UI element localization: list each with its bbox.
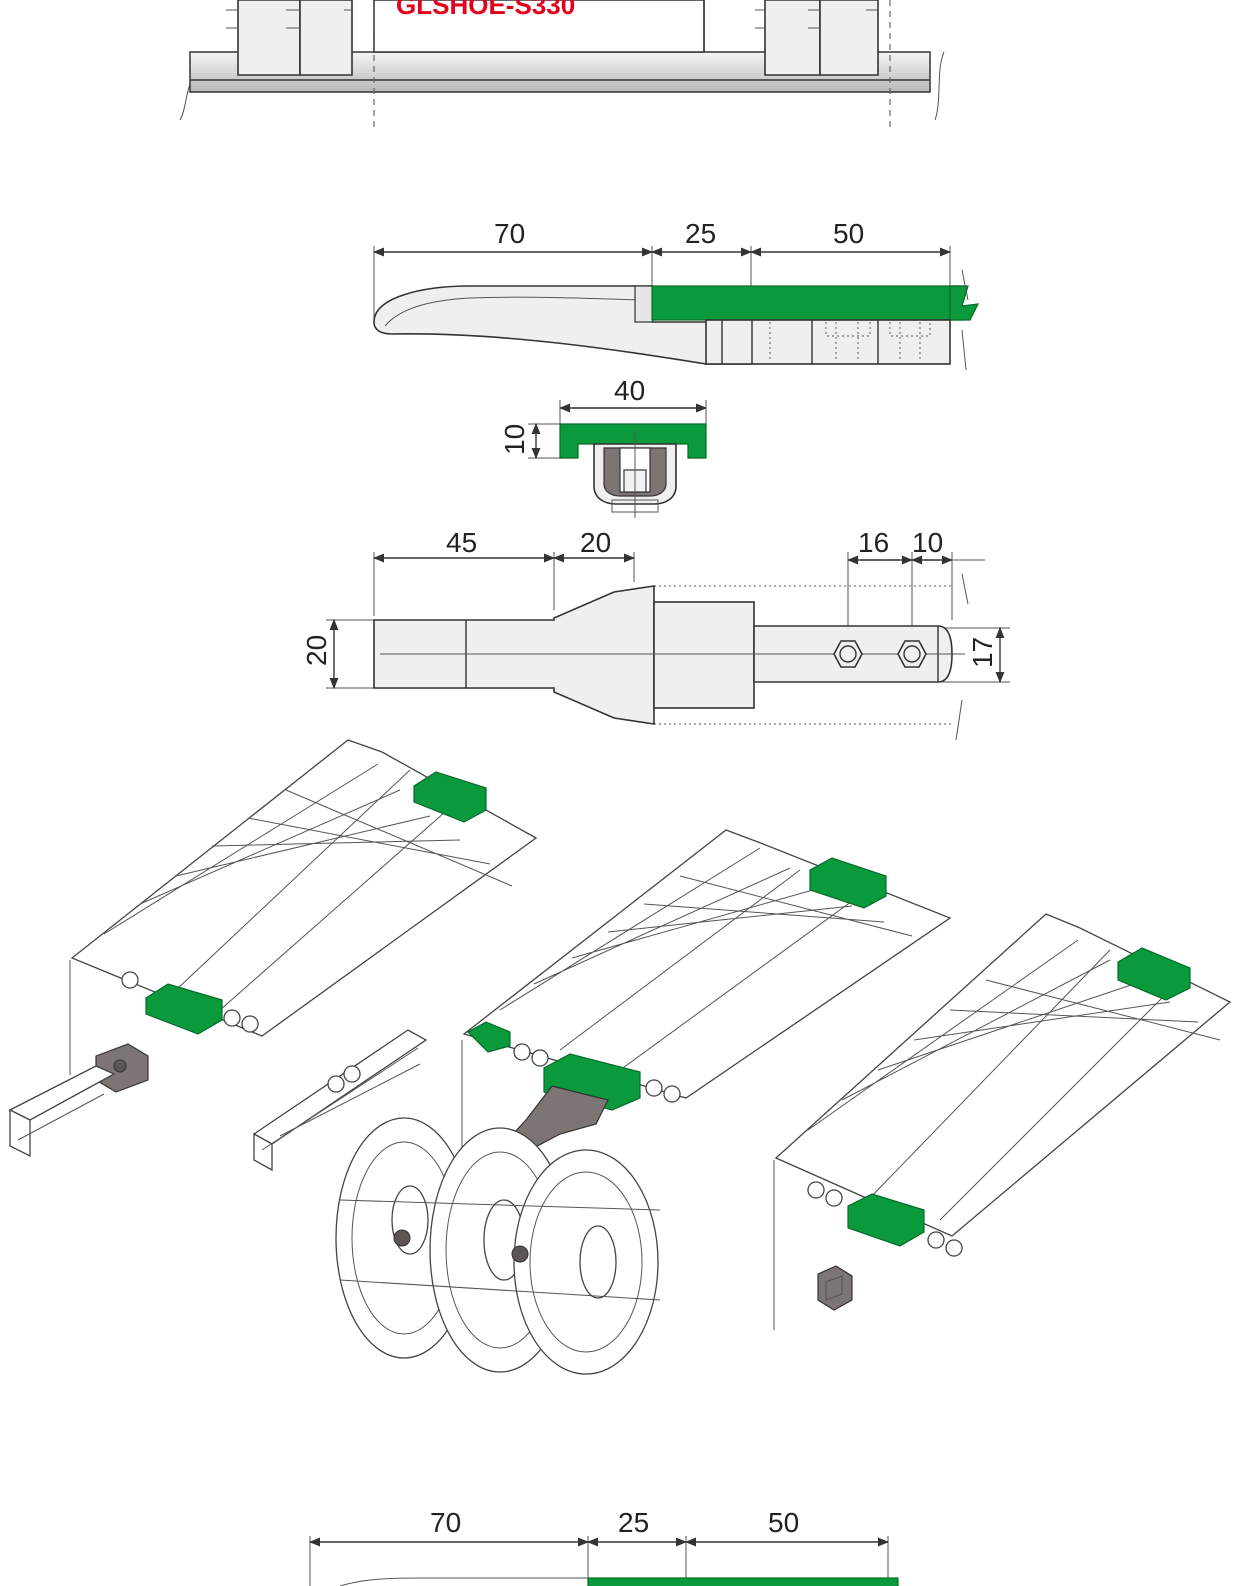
- section-width: 40: [614, 375, 645, 406]
- section-view: 40 10: [499, 375, 708, 518]
- roller-link-icon: [513, 1043, 681, 1103]
- wheel-icon: [511, 1149, 659, 1375]
- chain-assembly-right: [773, 913, 1232, 1330]
- top-height-right: 17: [967, 637, 998, 668]
- bottom-view: 70 25 50: [308, 1507, 899, 1586]
- chain-assembly-left: [8, 739, 538, 1158]
- roller-link-icon: [121, 971, 259, 1033]
- top-dim-10: 10: [912, 527, 943, 558]
- top-dim-20: 20: [580, 527, 611, 558]
- bottom-dim-1: 70: [430, 1507, 461, 1538]
- bottom-dim-3: 50: [768, 1507, 799, 1538]
- side-dim-3: 50: [833, 218, 864, 249]
- chain-assembly-center: [335, 829, 952, 1375]
- bottom-dim-2: 25: [618, 1507, 649, 1538]
- top-height-left: 20: [301, 635, 332, 666]
- hex-nut-icon: [897, 640, 927, 668]
- side-dim-1: 70: [494, 218, 525, 249]
- rail-assembly: GLSHOE-S330: [179, 0, 945, 130]
- guide-rail-piece: [252, 1029, 428, 1172]
- top-view: 45 20 16 10 20 17: [301, 527, 1010, 741]
- hex-nut-icon: [833, 640, 863, 668]
- section-height: 10: [499, 424, 530, 455]
- top-dim-45: 45: [446, 527, 477, 558]
- part-label: GLSHOE-S330: [396, 0, 575, 20]
- side-dim-2: 25: [685, 218, 716, 249]
- roller-link-icon: [807, 1181, 963, 1257]
- top-dim-16: 16: [858, 527, 889, 558]
- side-view: 70 25 50: [372, 218, 980, 371]
